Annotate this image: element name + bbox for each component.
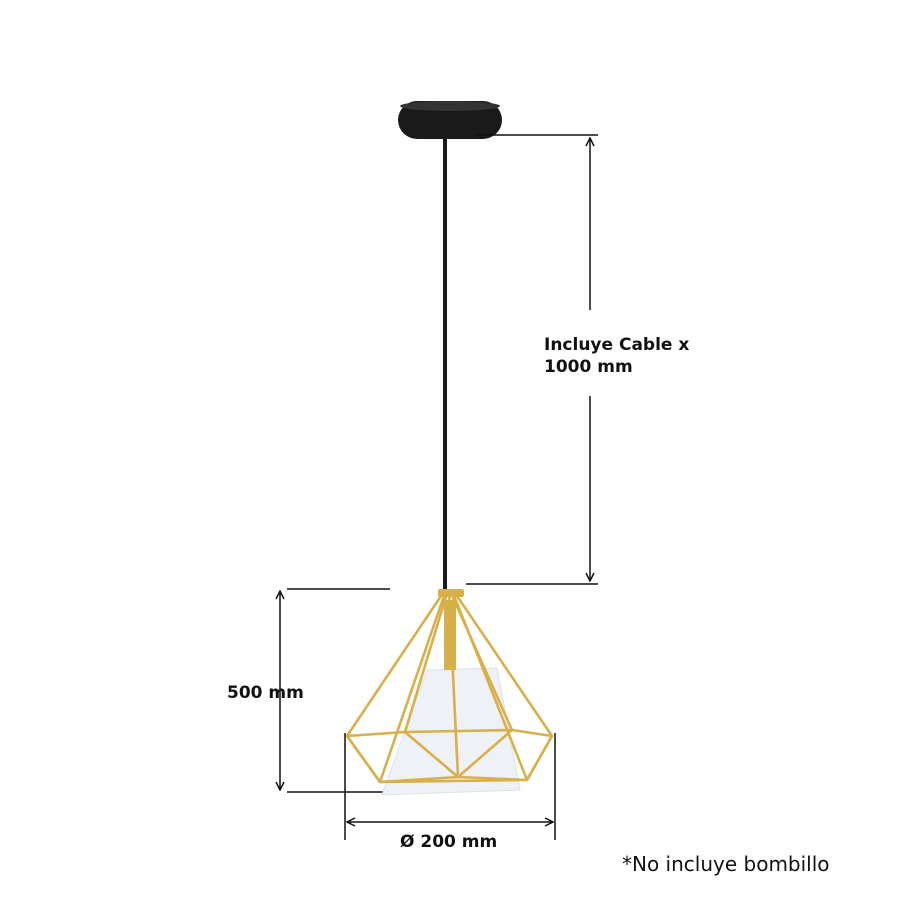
height-dimension	[280, 588, 390, 793]
pendant-lamp	[345, 589, 554, 796]
height-label: 500 mm	[227, 683, 304, 703]
cable-length-label: Incluye Cable x 1000 mm	[544, 334, 689, 378]
cable-label-line2: 1000 mm	[544, 357, 633, 377]
cable-label-line1: Incluye Cable x	[544, 335, 690, 355]
ceiling-canopy	[398, 101, 502, 139]
no-bulb-note: *No incluye bombillo	[622, 852, 830, 876]
diameter-label: Ø 200 mm	[400, 832, 498, 852]
diameter-dimension	[344, 733, 556, 840]
cable-dimension	[466, 134, 598, 585]
cable	[443, 139, 447, 591]
